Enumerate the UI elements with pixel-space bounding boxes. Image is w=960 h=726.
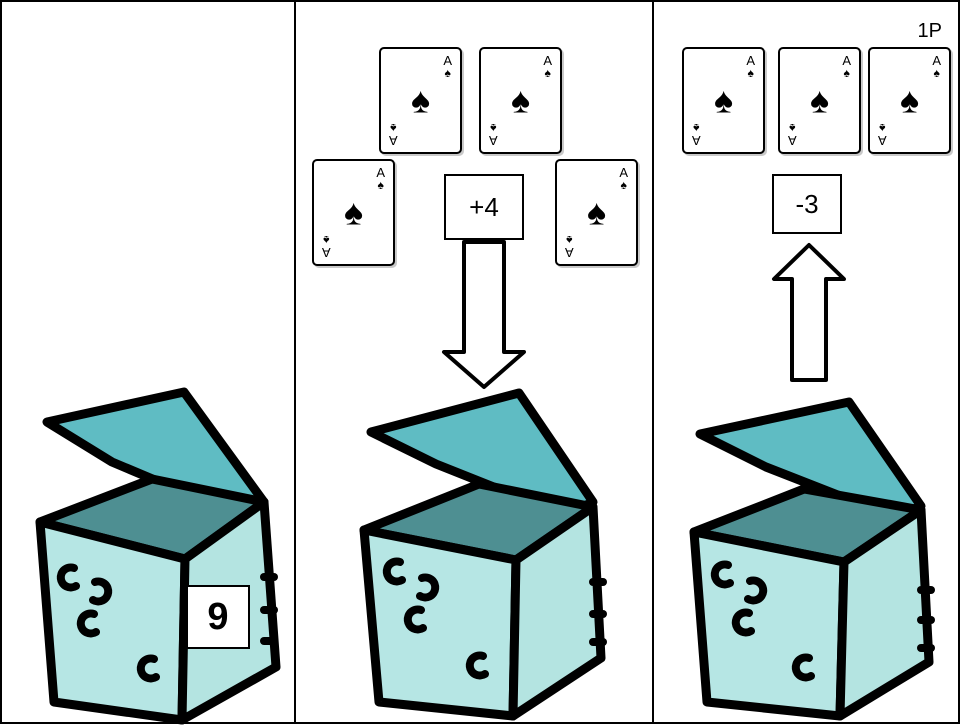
playing-card: A♠ ♠ A♠ [312, 159, 395, 266]
card-rank: A [842, 53, 851, 68]
spade-icon: ♠ [843, 66, 850, 80]
spade-icon: ♠ [899, 78, 920, 120]
spade-icon: ♠ [713, 78, 734, 120]
spade-icon: ♠ [693, 121, 700, 135]
spade-icon: ♠ [789, 121, 796, 135]
card-rank: A [543, 53, 552, 68]
card-rank: A [692, 133, 701, 148]
card-rank: A [878, 133, 887, 148]
playing-card: A♠ ♠ A♠ [555, 159, 638, 266]
dice-box [689, 397, 935, 721]
score-value-box: 9 [186, 585, 250, 649]
spade-icon: ♠ [879, 121, 886, 135]
spade-icon: ♠ [343, 190, 364, 232]
spade-icon: ♠ [933, 66, 940, 80]
player-indicator: 1P [917, 20, 942, 42]
box-side-face [508, 502, 606, 721]
card-rank: A [746, 53, 755, 68]
panel-score: 9 [0, 0, 296, 725]
playing-card: A♠ ♠ A♠ [868, 47, 951, 154]
playing-card: A♠ ♠ A♠ [682, 47, 765, 154]
dice-box [359, 388, 607, 721]
dice-box-illustration [35, 387, 281, 725]
box-side-ticks [917, 586, 935, 652]
score-value: 9 [207, 596, 229, 638]
modifier-box: +4 [444, 174, 524, 240]
arrow-down-icon [442, 240, 526, 389]
spade-icon: ♠ [620, 178, 627, 192]
spade-icon: ♠ [444, 66, 451, 80]
panel-add-cards: A♠ ♠ A♠ A♠ ♠ A♠ A♠ ♠ A♠ A♠ ♠ A♠ +4 [294, 0, 654, 724]
spade-icon: ♠ [510, 78, 531, 120]
box-front-face [359, 525, 521, 721]
playing-card: A♠ ♠ A♠ [379, 47, 462, 154]
spade-icon: ♠ [566, 233, 573, 247]
spade-icon: ♠ [809, 78, 830, 120]
box-front-face [689, 527, 849, 721]
card-rank: A [376, 165, 385, 180]
spade-icon: ♠ [544, 66, 551, 80]
card-rank: A [322, 245, 331, 260]
card-rank: A [932, 53, 941, 68]
dice-box [35, 387, 281, 725]
modifier-value: +4 [469, 192, 499, 222]
card-rank: A [489, 133, 498, 148]
box-side-ticks [589, 578, 607, 646]
card-rank: A [389, 133, 398, 148]
box-side-ticks [260, 573, 278, 645]
dice-box-illustration [359, 240, 607, 721]
spade-icon: ♠ [377, 178, 384, 192]
box-c-marks [710, 560, 815, 682]
dice-box-illustration [689, 243, 935, 721]
card-rank: A [619, 165, 628, 180]
spade-icon: ♠ [323, 233, 330, 247]
arrow-up-icon [772, 243, 846, 382]
card-rank: A [565, 245, 574, 260]
modifier-value: -3 [795, 189, 819, 219]
spade-icon: ♠ [490, 121, 497, 135]
card-rank: A [788, 133, 797, 148]
spade-icon: ♠ [410, 78, 431, 120]
card-rank: A [443, 53, 452, 68]
box-c-marks [56, 563, 160, 683]
modifier-box: -3 [772, 174, 842, 234]
box-front-face [35, 517, 190, 725]
box-side-face [835, 505, 934, 721]
playing-card: A♠ ♠ A♠ [778, 47, 861, 154]
spade-icon: ♠ [586, 190, 607, 232]
playing-card: A♠ ♠ A♠ [479, 47, 562, 154]
spade-icon: ♠ [747, 66, 754, 80]
box-c-marks [382, 557, 489, 680]
spade-icon: ♠ [390, 121, 397, 135]
panel-remove-cards: 1P [652, 0, 960, 724]
